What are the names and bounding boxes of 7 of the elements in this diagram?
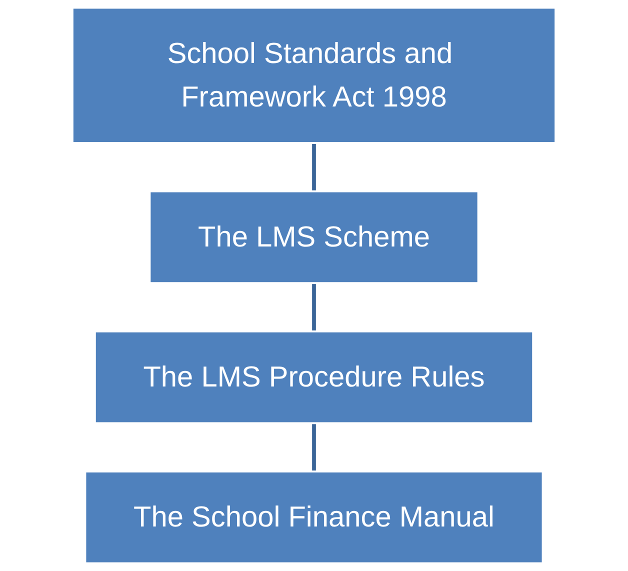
connector: [312, 143, 316, 192]
node-box: The School Finance Manual: [84, 470, 544, 564]
node-box: The LMS Scheme: [148, 190, 480, 284]
node-box: School Standards and Framework Act 1998: [72, 6, 556, 144]
connector: [312, 423, 316, 472]
connector: [312, 283, 316, 332]
node-box: The LMS Procedure Rules: [94, 330, 534, 424]
